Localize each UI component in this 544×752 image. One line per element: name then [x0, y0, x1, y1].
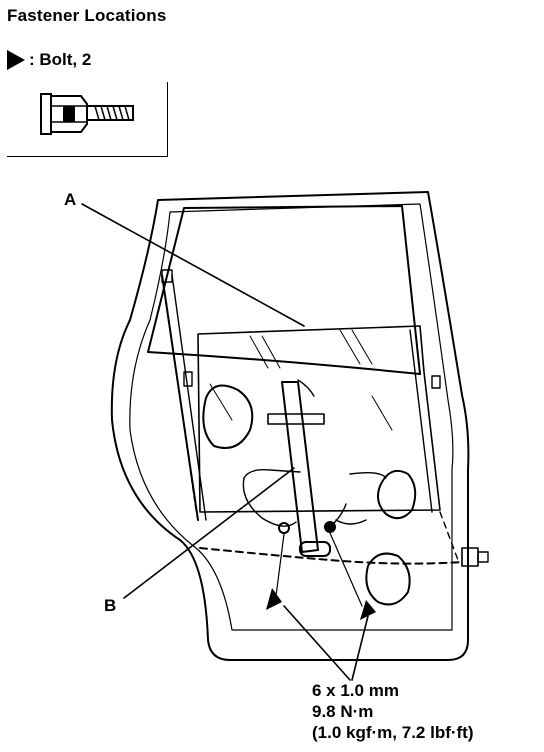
torque-spec: 6 x 1.0 mm 9.8 N·m (1.0 kgf·m, 7.2 lbf·f…	[312, 680, 474, 743]
spec-size: 6 x 1.0 mm	[312, 681, 399, 700]
spec-leader-right	[351, 615, 369, 681]
bolt-triangle-left-icon	[266, 588, 282, 610]
leader-line-a	[81, 203, 305, 327]
spec-leader-left	[283, 605, 351, 681]
glass-bracket	[267, 413, 325, 425]
spec-torque-alt: (1.0 kgf·m, 7.2 lbf·ft)	[312, 723, 474, 742]
front-run-channel	[409, 329, 433, 513]
bolt-icon	[40, 93, 134, 135]
leader-line-b	[123, 467, 295, 599]
bolt-point-left	[278, 522, 290, 534]
legend-bolt: : Bolt, 2	[7, 50, 91, 70]
door-inner-contour	[129, 203, 454, 631]
access-hole-right	[377, 470, 417, 520]
page-title: Fastener Locations	[7, 6, 167, 25]
legend-text: : Bolt, 2	[29, 50, 92, 69]
callout-a: A	[64, 190, 77, 209]
door-latch	[461, 547, 479, 567]
callout-b: B	[104, 596, 117, 615]
triangle-marker-icon	[7, 50, 25, 70]
door-outer-panel	[110, 191, 470, 661]
spec-torque-nm: 9.8 N·m	[312, 702, 374, 721]
glass-top-edge	[147, 351, 421, 375]
access-hole-upper	[202, 384, 254, 449]
access-hole-lower	[365, 552, 411, 606]
lower-dashed-line	[199, 547, 463, 565]
regulator-lower-bracket	[299, 541, 331, 557]
window-frame	[147, 205, 421, 375]
regulator-rail	[281, 381, 319, 553]
window-glass	[197, 325, 441, 513]
bolt-triangle-right-icon	[360, 600, 376, 620]
bolt-illustration-box	[7, 82, 168, 157]
